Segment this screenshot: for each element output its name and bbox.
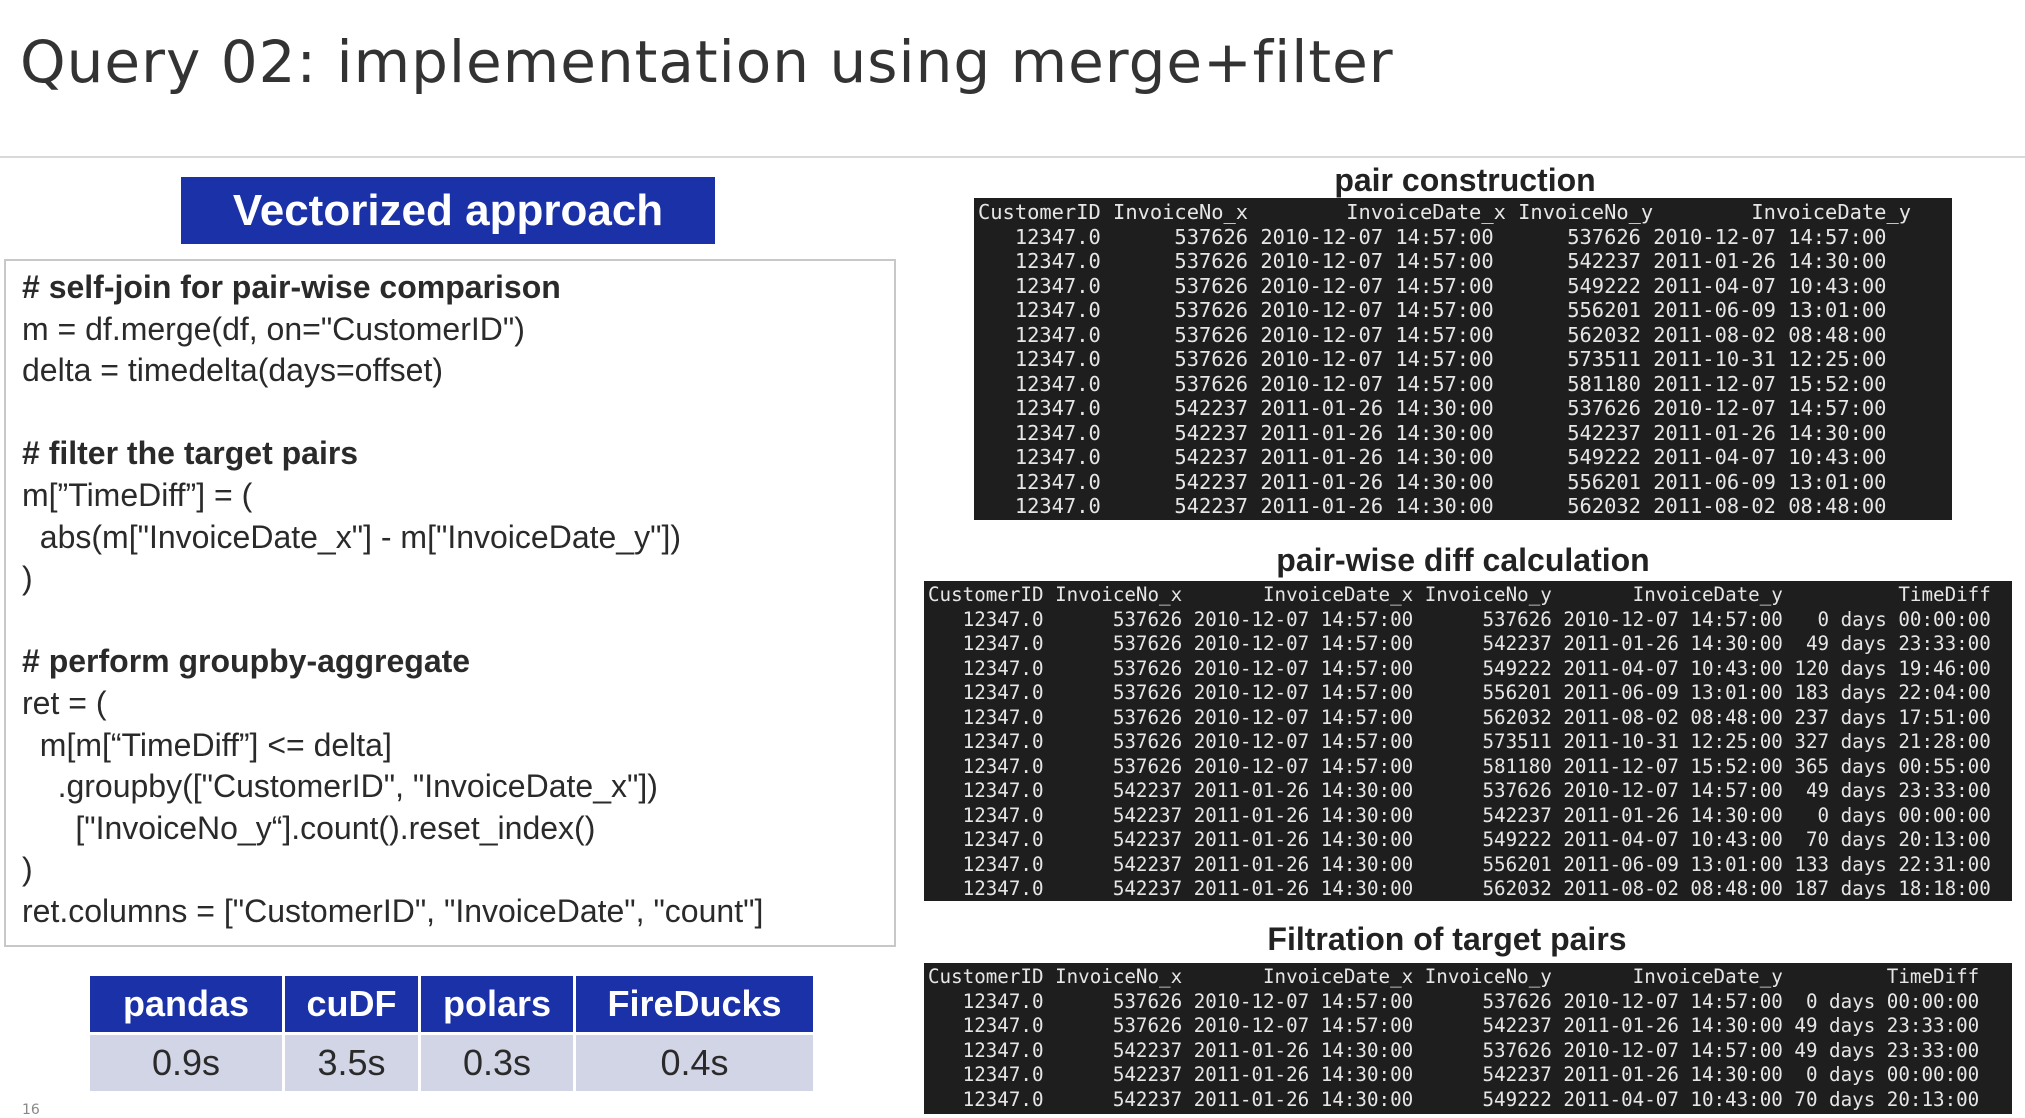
code-line: ret = ( — [22, 684, 107, 721]
code-line: .groupby(["CustomerID", "InvoiceDate_x"]… — [22, 768, 658, 805]
terminal-data-row: 12347.0 537626 2010-12-07 14:57:00 55620… — [978, 298, 1887, 322]
header-cudf: cuDF — [285, 976, 418, 1032]
header-polars: polars — [421, 976, 573, 1032]
terminal-data-row: 12347.0 542237 2011-01-26 14:30:00 54223… — [928, 1063, 1980, 1086]
terminal-header-row: CustomerID InvoiceNo_x InvoiceDate_x Inv… — [928, 583, 1991, 606]
terminal-data-row: 12347.0 542237 2011-01-26 14:30:00 53762… — [928, 1038, 1980, 1062]
page-title: Query 02: implementation using merge+fil… — [20, 28, 1394, 96]
page-number: 16 — [22, 1102, 40, 1118]
terminal-header-row: CustomerID InvoiceNo_x InvoiceDate_x Inv… — [978, 200, 1911, 224]
terminal-data-row: 12347.0 537626 2010-12-07 14:57:00 58118… — [978, 371, 1887, 396]
caption-filtration: Filtration of target pairs — [1267, 921, 1627, 957]
code-line: ) — [22, 851, 33, 888]
performance-table: pandas cuDF polars FireDucks 0.9s 3.5s 0… — [87, 973, 816, 1094]
code-comment-line: # filter the target pairs — [22, 435, 359, 472]
terminal-data-row: 12347.0 537626 2010-12-07 14:57:00 57351… — [928, 730, 1991, 753]
approach-label: Vectorized approach — [181, 177, 715, 244]
value-polars: 0.3s — [421, 1035, 573, 1091]
terminal-pair-wise-diff: CustomerID InvoiceNo_x InvoiceDate_x Inv… — [924, 581, 2012, 901]
terminal-data-row: 12347.0 542237 2011-01-26 14:30:00 54223… — [978, 420, 1887, 445]
code-line: m = df.merge(df, on="CustomerID") — [22, 310, 525, 347]
code-line — [22, 392, 894, 434]
title-divider — [0, 156, 2025, 158]
code-line: m[m[“TimeDiff”] <= delta] — [22, 726, 392, 763]
code-block: # self-join for pair-wise comparison m = … — [4, 259, 896, 947]
terminal-data-row: 12347.0 537626 2010-12-07 14:57:00 53762… — [978, 224, 1887, 249]
code-line: delta = timedelta(days=offset) — [22, 352, 443, 389]
terminal-data-row: 12347.0 542237 2011-01-26 14:30:00 54223… — [928, 803, 1991, 827]
terminal-data-row: 12347.0 542237 2011-01-26 14:30:00 53762… — [978, 396, 1887, 420]
terminal-data-row: 12347.0 537626 2010-12-07 14:57:00 53762… — [928, 989, 1980, 1013]
terminal-data-row: 12347.0 537626 2010-12-07 14:57:00 54922… — [928, 656, 1991, 680]
terminal-data-row: 12347.0 542237 2011-01-26 14:30:00 55620… — [978, 469, 1887, 494]
terminal-data-row: 12347.0 542237 2011-01-26 14:30:00 56203… — [978, 494, 1887, 518]
terminal-data-row: 12347.0 537626 2010-12-07 14:57:00 58118… — [928, 754, 1991, 778]
code-line: ret.columns = ["CustomerID", "InvoiceDat… — [22, 892, 764, 929]
terminal-data-row: 12347.0 537626 2010-12-07 14:57:00 55620… — [928, 681, 1991, 704]
terminal-data-row: 12347.0 537626 2010-12-07 14:57:00 56203… — [928, 705, 1991, 729]
terminal-data-row: 12347.0 542237 2011-01-26 14:30:00 54922… — [928, 1087, 1980, 1111]
performance-header-row: pandas cuDF polars FireDucks — [90, 976, 813, 1032]
value-cudf: 3.5s — [285, 1035, 418, 1091]
terminal-data-row: 12347.0 542237 2011-01-26 14:30:00 56203… — [928, 877, 1991, 900]
terminal-data-row: 12347.0 537626 2010-12-07 14:57:00 54223… — [928, 1014, 1980, 1037]
terminal-header-row: CustomerID InvoiceNo_x InvoiceDate_x Inv… — [928, 965, 1980, 988]
terminal-data-row: 12347.0 537626 2010-12-07 14:57:00 57351… — [978, 347, 1887, 371]
caption-pair-construction: pair construction — [1334, 162, 1596, 198]
header-pandas: pandas — [90, 976, 282, 1032]
code-line: abs(m["InvoiceDate_x"] - m["InvoiceDate_… — [22, 518, 681, 555]
caption-pair-wise-diff: pair-wise diff calculation — [1276, 542, 1650, 578]
terminal-data-row: 12347.0 537626 2010-12-07 14:57:00 53762… — [928, 607, 1991, 631]
terminal-data-row: 12347.0 542237 2011-01-26 14:30:00 54922… — [978, 445, 1887, 469]
code-line: ) — [22, 560, 33, 597]
terminal-data-row: 12347.0 537626 2010-12-07 14:57:00 54223… — [928, 632, 1991, 655]
code-line — [22, 600, 894, 642]
code-comment-line: # perform groupby-aggregate — [22, 643, 471, 680]
terminal-data-row: 12347.0 542237 2011-01-26 14:30:00 55620… — [928, 852, 1991, 876]
terminal-data-row: 12347.0 537626 2010-12-07 14:57:00 54223… — [978, 249, 1887, 273]
terminal-data-row: 12347.0 542237 2011-01-26 14:30:00 53762… — [928, 779, 1991, 802]
value-fireducks: 0.4s — [576, 1035, 813, 1091]
terminal-filtration: CustomerID InvoiceNo_x InvoiceDate_x Inv… — [924, 963, 2012, 1114]
code-comment-line: # self-join for pair-wise comparison — [22, 269, 561, 305]
terminal-data-row: 12347.0 542237 2011-01-26 14:30:00 54922… — [928, 828, 1991, 851]
header-fireducks: FireDucks — [576, 976, 813, 1032]
code-line: ["InvoiceNo_y“].count().reset_index() — [22, 809, 596, 846]
performance-value-row: 0.9s 3.5s 0.3s 0.4s — [90, 1035, 813, 1091]
code-line: m[”TimeDiff”] = ( — [22, 476, 253, 513]
terminal-data-row: 12347.0 537626 2010-12-07 14:57:00 56203… — [978, 322, 1887, 347]
terminal-pair-construction: CustomerID InvoiceNo_x InvoiceDate_x Inv… — [974, 198, 1952, 520]
terminal-data-row: 12347.0 537626 2010-12-07 14:57:00 54922… — [978, 273, 1887, 298]
value-pandas: 0.9s — [90, 1035, 282, 1091]
